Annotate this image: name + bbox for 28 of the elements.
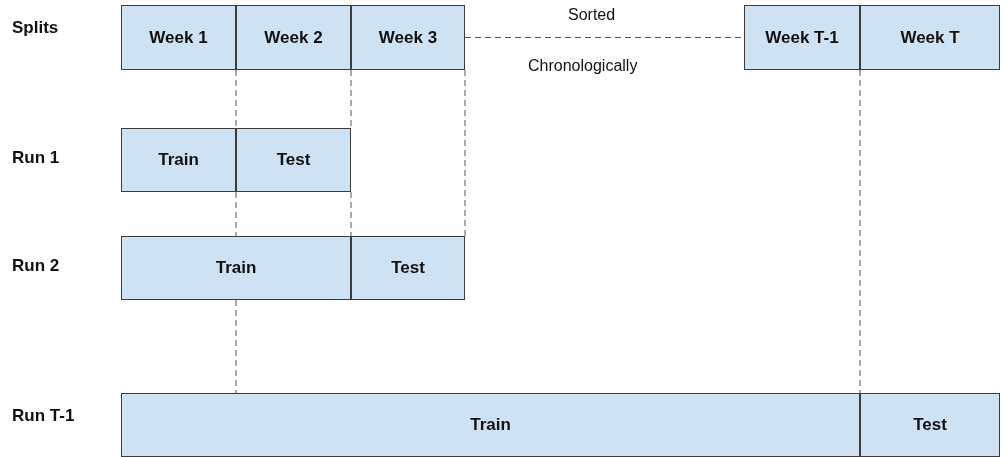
split-label: Train xyxy=(215,258,257,278)
split-box xyxy=(121,5,236,70)
split-box xyxy=(351,236,465,300)
row-label: Run T-1 xyxy=(12,407,75,424)
row-label: Run 2 xyxy=(12,257,60,274)
split-label: Week T xyxy=(900,27,960,48)
split-box xyxy=(121,128,236,192)
split-box xyxy=(351,5,465,70)
split-label: Train xyxy=(470,415,511,435)
split-label: Week 1 xyxy=(149,27,208,48)
note-text: Chronologically xyxy=(528,58,638,74)
split-box xyxy=(121,236,351,300)
split-label: Test xyxy=(391,258,425,278)
split-box xyxy=(860,5,1000,70)
split-label: Week 3 xyxy=(378,27,438,48)
split-box xyxy=(236,5,351,70)
split-label: Train xyxy=(158,150,199,170)
split-box xyxy=(860,393,1000,457)
row-label: Splits xyxy=(12,19,59,36)
row-label: Run 1 xyxy=(12,149,60,166)
split-label: Test xyxy=(276,150,311,170)
split-label: Week 2 xyxy=(264,27,323,48)
split-box xyxy=(121,393,860,457)
split-label: Test xyxy=(913,415,947,435)
split-label: Week T-1 xyxy=(765,27,839,48)
note-text: Sorted xyxy=(568,7,616,23)
split-box xyxy=(744,5,860,70)
split-box xyxy=(236,128,351,192)
